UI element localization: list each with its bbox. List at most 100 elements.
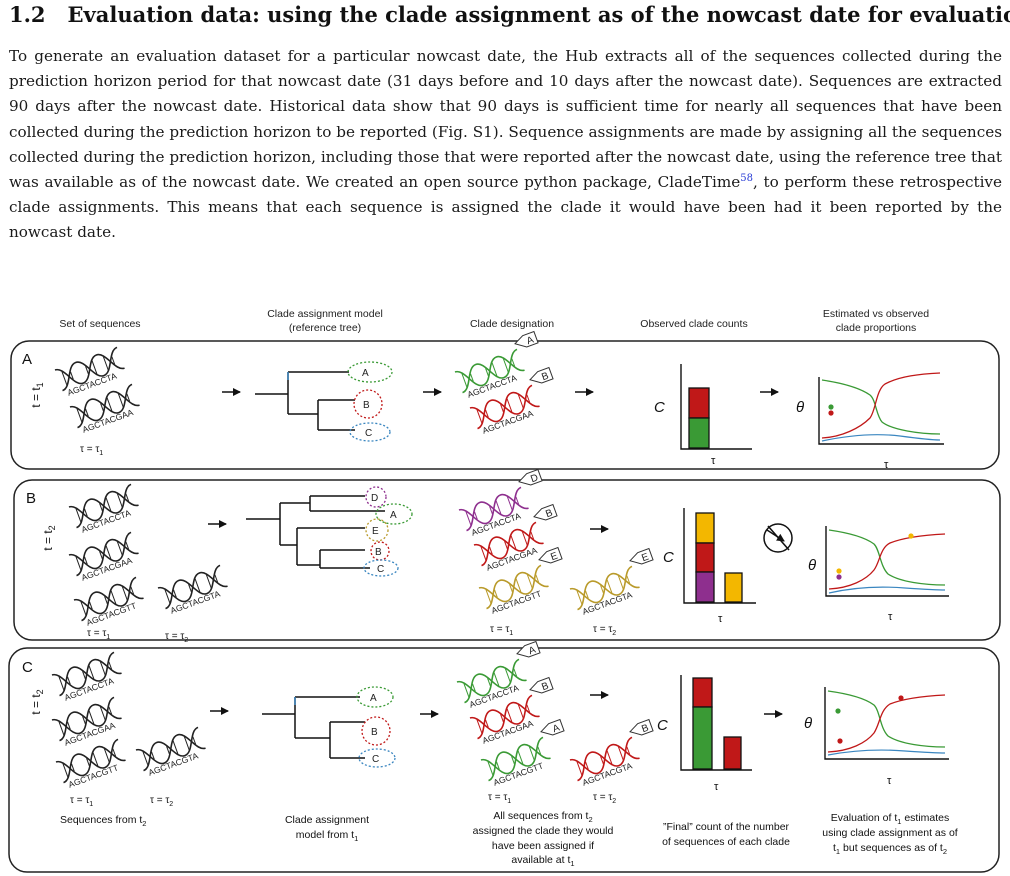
- citation-link[interactable]: 58: [740, 173, 753, 185]
- est-dot-red: [828, 410, 834, 416]
- svg-text:t = t2: t = t2: [41, 525, 57, 550]
- sequence-text: AGCTACGTA: [581, 760, 634, 787]
- caption-eval-line1: Evaluation of t1 estimates: [831, 812, 950, 826]
- sequence-text: AGCTACGAA: [80, 555, 134, 583]
- dna-strand: AGCTACGTA: [135, 726, 207, 778]
- tau-label: τ = τ2: [150, 795, 173, 808]
- sequence-text: AGCTACCTA: [80, 508, 132, 535]
- dna-strand: AGCTACGTA: [157, 564, 229, 616]
- sequence-text: AGCTACGTA: [581, 589, 634, 616]
- no-arrow-icon: [763, 523, 793, 553]
- svg-text:t = t1: t = t1: [29, 382, 45, 407]
- dna-strand-assigned: AGCTACCTA A: [456, 640, 541, 710]
- clade-circle-b: [361, 716, 391, 746]
- clade-label: A: [390, 510, 397, 521]
- caption-model-line2: model from t1: [296, 829, 359, 843]
- caption-final-line2: of sequences of each clade: [662, 836, 790, 848]
- caption-all-line1: All sequences from t2: [493, 810, 592, 824]
- prop-axes: [825, 526, 949, 597]
- clade-tag: B: [640, 722, 650, 735]
- axis-tau: τ: [718, 613, 723, 625]
- sequence-text: AGCTACGAA: [481, 408, 535, 436]
- clade-circle-a: [375, 503, 413, 525]
- reference-tree: [262, 696, 365, 759]
- counts-axes: [680, 364, 752, 450]
- panel-a-time: t = t1: [29, 382, 45, 407]
- bar-purple: [695, 571, 715, 603]
- caption-final-line1: ”Final” count of the number: [663, 821, 790, 833]
- tau-label: τ = τ1: [488, 792, 511, 805]
- sequence-text: AGCTACCTA: [63, 676, 115, 703]
- sequence-text: AGCTACCTA: [468, 683, 520, 710]
- sequence-text: AGCTACGTA: [169, 588, 222, 615]
- caption-all-line3: have been assigned if: [492, 840, 594, 852]
- panel-b-label: B: [26, 490, 36, 507]
- time-label: t = t: [41, 530, 55, 551]
- panel-b-time: t = t2: [41, 525, 57, 550]
- sequence-text: AGCTACGTT: [492, 760, 545, 788]
- obs-dot-yellow: [908, 533, 914, 539]
- bar-red: [692, 677, 713, 708]
- counts-axes: [683, 508, 756, 604]
- est-dot-green: [835, 708, 841, 714]
- panel-c-label: C: [22, 659, 33, 676]
- header-model-line1: Clade assignment model: [267, 308, 383, 320]
- header-estimated-line2: clade proportions: [836, 322, 917, 334]
- axis-tau: τ: [884, 459, 889, 471]
- axis-c: C: [657, 717, 668, 734]
- clade-label: C: [365, 428, 372, 439]
- sequence-text: AGCTACGTT: [490, 588, 543, 616]
- axis-tau: τ: [714, 781, 719, 793]
- time-label: t = t: [29, 387, 43, 408]
- axis-tau: τ: [888, 611, 893, 623]
- dna-strand-assigned: AGCTACCTA A: [454, 330, 539, 400]
- axis-theta: θ: [804, 715, 812, 732]
- header-estimated-line1: Estimated vs observed: [823, 308, 929, 320]
- panel-b-frame: [13, 479, 1001, 641]
- panel-c-time: t = t2: [29, 689, 45, 714]
- clade-tag: A: [527, 644, 537, 657]
- caption-model-line1: Clade assignment: [285, 814, 369, 826]
- est-dot-yellow: [836, 568, 842, 574]
- time-sub: 2: [47, 525, 57, 530]
- dna-strand: AGCTACGAA: [68, 531, 140, 583]
- clade-circle-a: [347, 361, 393, 383]
- clade-label: C: [372, 754, 379, 765]
- clade-label: E: [372, 526, 379, 537]
- tau-label: τ = τ1: [490, 624, 513, 637]
- axis-tau: τ: [711, 455, 716, 467]
- counts-axes: [680, 675, 752, 771]
- bar-red-t2: [723, 736, 742, 770]
- clade-label: C: [377, 564, 384, 575]
- clade-label: B: [375, 547, 382, 558]
- time-sub: 1: [35, 382, 45, 387]
- panel-b: B t = t2 AGCTACCTA AGCTACGAA AGCTACGTT A…: [13, 468, 1001, 644]
- bar-green: [688, 417, 710, 449]
- caption-all-line4: available at t1: [511, 854, 574, 868]
- tau-label: τ = τ2: [593, 624, 616, 637]
- sequence-text: AGCTACGTA: [147, 750, 200, 777]
- caption-eval-line2: using clade assignment as of: [822, 827, 957, 839]
- time-label: t = t: [29, 694, 43, 715]
- dna-strand-assigned: AGCTACGTA E: [569, 547, 654, 617]
- sequence-text: AGCTACCTA: [66, 371, 118, 398]
- panel-c: C t = t2 AGCTACCTA AGCTACGAA AGCTACGTT A…: [8, 640, 1000, 873]
- est-dot-green: [828, 404, 834, 410]
- caption-eval-line3: t1 but sequences as of t2: [833, 842, 947, 856]
- axis-theta: θ: [808, 557, 816, 574]
- clade-circle-b: [370, 541, 390, 561]
- axis-theta: θ: [796, 399, 804, 416]
- axis-c: C: [654, 399, 665, 416]
- bar-yellow-t2: [724, 572, 743, 603]
- clade-circle-b: [353, 389, 383, 419]
- clade-circle-e: [365, 518, 389, 542]
- header-designation: Clade designation: [470, 318, 554, 330]
- dna-strand: AGCTACCTA: [51, 651, 123, 703]
- prop-axes: [818, 377, 944, 445]
- panel-c-frame: [8, 647, 1000, 873]
- clade-tag: E: [549, 550, 559, 563]
- reference-tree: [246, 495, 385, 569]
- clade-tag: B: [540, 370, 550, 383]
